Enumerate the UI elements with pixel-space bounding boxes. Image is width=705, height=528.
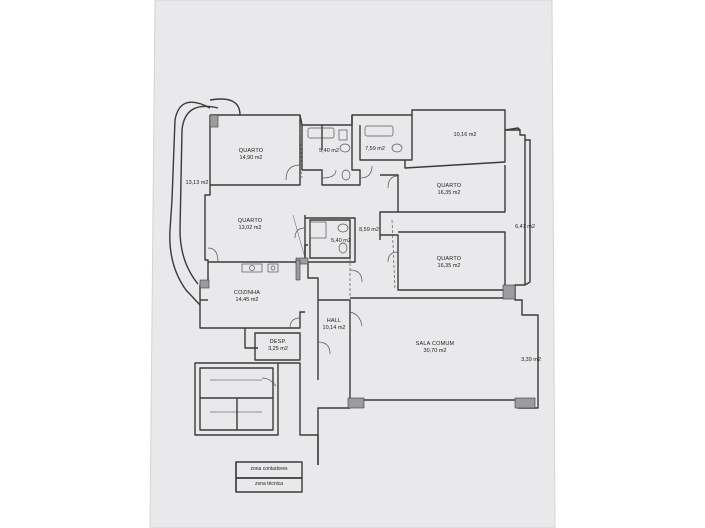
room-area: 8,59 m2 <box>359 227 379 233</box>
room-name: COZINHA <box>233 290 261 296</box>
room-balcony-e: 6,41 m2 <box>510 224 540 231</box>
zone-tecnica: zona técnica <box>238 481 300 488</box>
room-area: 30,70 m2 <box>423 348 447 354</box>
room-area: 3,39 m2 <box>521 357 541 363</box>
wall-fills <box>199 114 536 409</box>
room-wc-1: 5,40 m2 <box>314 148 344 155</box>
room-name: HALL <box>326 318 342 324</box>
doors <box>207 164 399 387</box>
room-area: 6,41 m2 <box>515 224 535 230</box>
room-area: 5,40 m2 <box>319 148 339 154</box>
zone-label: zona contadores <box>250 466 288 472</box>
room-name: QUARTO <box>436 256 462 262</box>
room-name: DESP. <box>269 339 287 345</box>
room-name: SALA COMUM <box>415 341 455 347</box>
room-desp: DESP.3,25 m2 <box>262 339 294 353</box>
room-area: 13,02 m2 <box>238 225 262 231</box>
paper <box>149 0 556 528</box>
room-area: 10,16 m2 <box>453 132 477 138</box>
room-name: QUARTO <box>436 183 462 189</box>
room-ne: 10,16 m2 <box>448 132 482 139</box>
room-area: 16,35 m2 <box>437 263 461 269</box>
room-area: 14,45 m2 <box>235 297 259 303</box>
zone-condadores: zona contadores <box>238 466 300 473</box>
zone-label: zona técnica <box>254 481 284 487</box>
room-area: 3,25 m2 <box>268 346 288 352</box>
room-area: 10,14 m2 <box>322 325 346 331</box>
room-name: QUARTO <box>238 148 264 154</box>
room-corridor: 8,59 m2 <box>355 227 383 234</box>
room-wc-3: 5,40 m2 <box>328 238 354 245</box>
room-name: QUARTO <box>237 218 263 224</box>
room-area: 7,59 m2 <box>365 146 385 152</box>
room-area: 16,35 m2 <box>437 190 461 196</box>
room-area: 13,13 m2 <box>185 180 209 186</box>
room-balcony-se: 3,39 m2 <box>516 357 546 364</box>
room-wc-2: 7,59 m2 <box>360 146 390 153</box>
room-area: 5,40 m2 <box>331 238 351 244</box>
walls <box>169 98 539 493</box>
fixtures <box>241 125 403 296</box>
room-balcony-w: 13,13 m2 <box>182 180 212 187</box>
room-area: 14,90 m2 <box>239 155 263 161</box>
